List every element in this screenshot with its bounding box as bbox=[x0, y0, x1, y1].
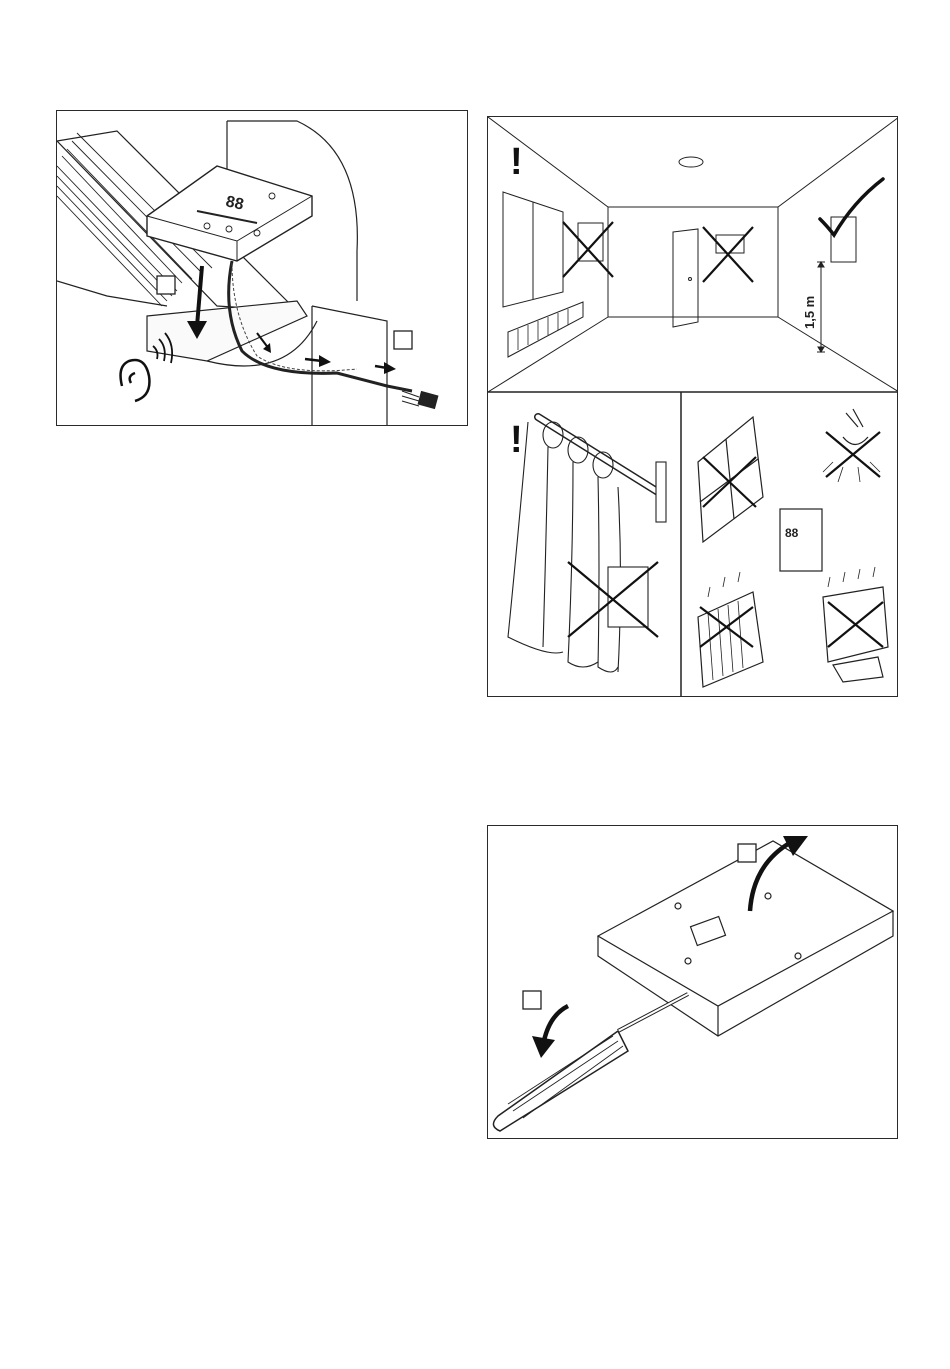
warning-icon-curtain: ! bbox=[510, 419, 523, 461]
controller-mounting-illustration: 88 bbox=[57, 111, 468, 426]
step-box-2 bbox=[738, 844, 756, 862]
figure-mounting-location: 1,5 m ! ! bbox=[487, 116, 898, 697]
warning-icon: ! bbox=[510, 141, 523, 183]
step-box-2 bbox=[394, 331, 412, 349]
step-box-1 bbox=[157, 276, 175, 294]
mounting-location-illustration: 1,5 m ! ! bbox=[488, 117, 898, 697]
figure-controller-mounting: 88 bbox=[56, 110, 468, 426]
controller-digits: 88 bbox=[224, 193, 245, 213]
wall-unit-digits: 88 bbox=[785, 526, 799, 540]
curtain-scene bbox=[508, 417, 666, 672]
height-dimension bbox=[817, 262, 825, 352]
room-scene bbox=[488, 117, 898, 392]
screwdriver bbox=[493, 994, 688, 1131]
cable-connector bbox=[387, 386, 439, 409]
height-label: 1,5 m bbox=[802, 296, 817, 329]
figure-base-opening bbox=[487, 825, 898, 1139]
controller-base-plate bbox=[598, 841, 893, 1036]
heat-sources-scene bbox=[698, 409, 888, 687]
step-box-1 bbox=[523, 991, 541, 1009]
base-opening-illustration bbox=[488, 826, 898, 1139]
